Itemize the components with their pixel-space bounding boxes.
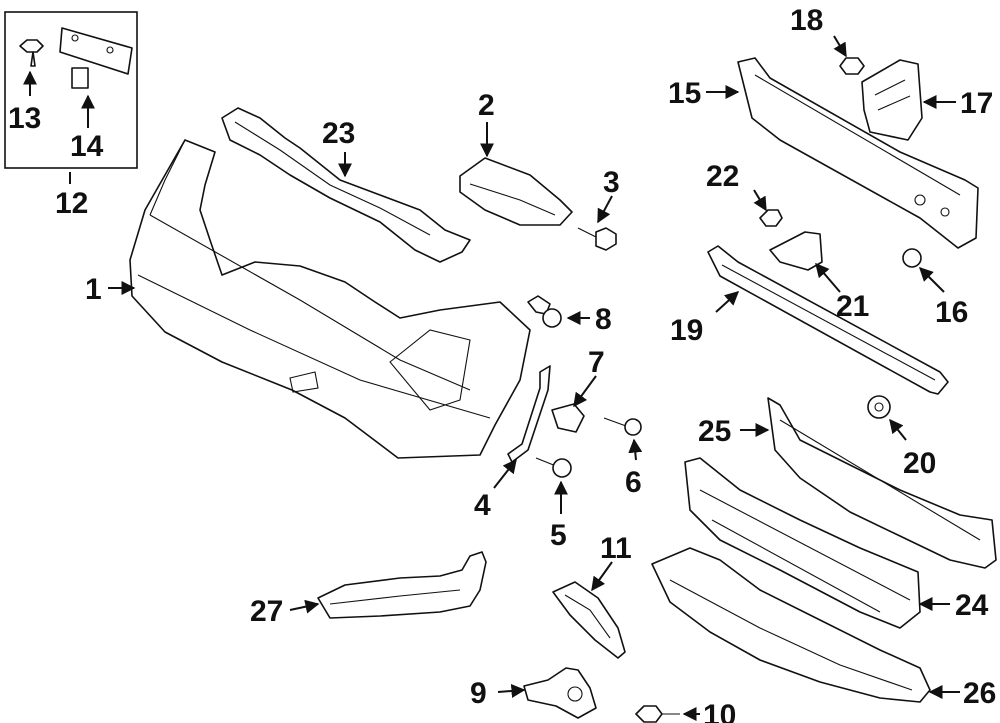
callout-22: 22 bbox=[706, 160, 739, 193]
part-3-bolt bbox=[577, 227, 617, 251]
part-19-bar bbox=[707, 245, 949, 395]
lead-4 bbox=[493, 458, 517, 489]
part-14-bracket bbox=[59, 27, 133, 89]
lead-22 bbox=[753, 189, 767, 212]
callout-17: 17 bbox=[960, 87, 993, 120]
callout-3: 3 bbox=[603, 166, 620, 199]
part-7-clip bbox=[551, 403, 585, 433]
lead-7 bbox=[573, 375, 597, 408]
callout-5: 5 bbox=[550, 519, 567, 552]
callout-26: 26 bbox=[963, 677, 996, 710]
part-6-screw bbox=[603, 417, 642, 436]
callout-23: 23 bbox=[322, 117, 355, 150]
part-1-bumper-cover bbox=[129, 139, 531, 459]
part-20-nut bbox=[867, 395, 891, 419]
callout-8: 8 bbox=[595, 303, 612, 336]
callout-10: 10 bbox=[703, 699, 736, 723]
part-17-bracket bbox=[861, 59, 923, 141]
part-27-molding bbox=[317, 551, 487, 619]
callout-21: 21 bbox=[836, 290, 869, 323]
part-5-bolt bbox=[535, 457, 572, 478]
lead-27 bbox=[289, 599, 320, 614]
callout-2: 2 bbox=[478, 89, 495, 122]
callout-13: 13 bbox=[8, 102, 41, 135]
callout-24: 24 bbox=[955, 589, 989, 622]
lead-21 bbox=[815, 262, 841, 293]
callout-1: 1 bbox=[85, 273, 102, 306]
part-2-bracket bbox=[459, 157, 573, 226]
callout-7: 7 bbox=[588, 346, 605, 379]
callout-19: 19 bbox=[670, 314, 703, 347]
part-10-bolt bbox=[635, 705, 680, 723]
part-25-absorber bbox=[767, 397, 997, 569]
callout-6: 6 bbox=[625, 466, 642, 499]
callout-20: 20 bbox=[903, 447, 936, 480]
part-18-bolt bbox=[839, 57, 865, 75]
part-15-reinforcement bbox=[737, 57, 979, 249]
part-9-bracket bbox=[523, 667, 597, 719]
part-23-absorber bbox=[221, 107, 471, 263]
part-16-bolt bbox=[902, 248, 922, 268]
lead-20 bbox=[889, 418, 907, 441]
callout-4: 4 bbox=[474, 489, 491, 522]
kit-box-12 bbox=[4, 11, 138, 169]
lead-3 bbox=[597, 195, 613, 224]
callout-14: 14 bbox=[70, 130, 104, 163]
callout-9: 9 bbox=[470, 677, 487, 710]
lead-16 bbox=[919, 267, 945, 293]
part-11-grille bbox=[552, 581, 626, 659]
callout-27: 27 bbox=[250, 595, 283, 628]
part-22-bolt bbox=[759, 209, 783, 227]
lead-6 bbox=[628, 438, 643, 461]
lead-19 bbox=[715, 291, 740, 313]
part-21-bracket bbox=[769, 231, 823, 271]
callout-16: 16 bbox=[935, 296, 968, 329]
part-8-clip bbox=[527, 295, 562, 328]
callout-12: 12 bbox=[55, 187, 88, 220]
callout-25: 25 bbox=[698, 415, 731, 448]
part-13-screw bbox=[19, 39, 44, 67]
lead-9 bbox=[497, 683, 526, 698]
part-24-reinforcement bbox=[684, 457, 921, 629]
callout-11: 11 bbox=[600, 532, 632, 565]
callout-15: 15 bbox=[668, 77, 701, 110]
lead-11 bbox=[591, 561, 613, 592]
callout-18: 18 bbox=[790, 4, 823, 37]
lead-18 bbox=[833, 35, 847, 58]
